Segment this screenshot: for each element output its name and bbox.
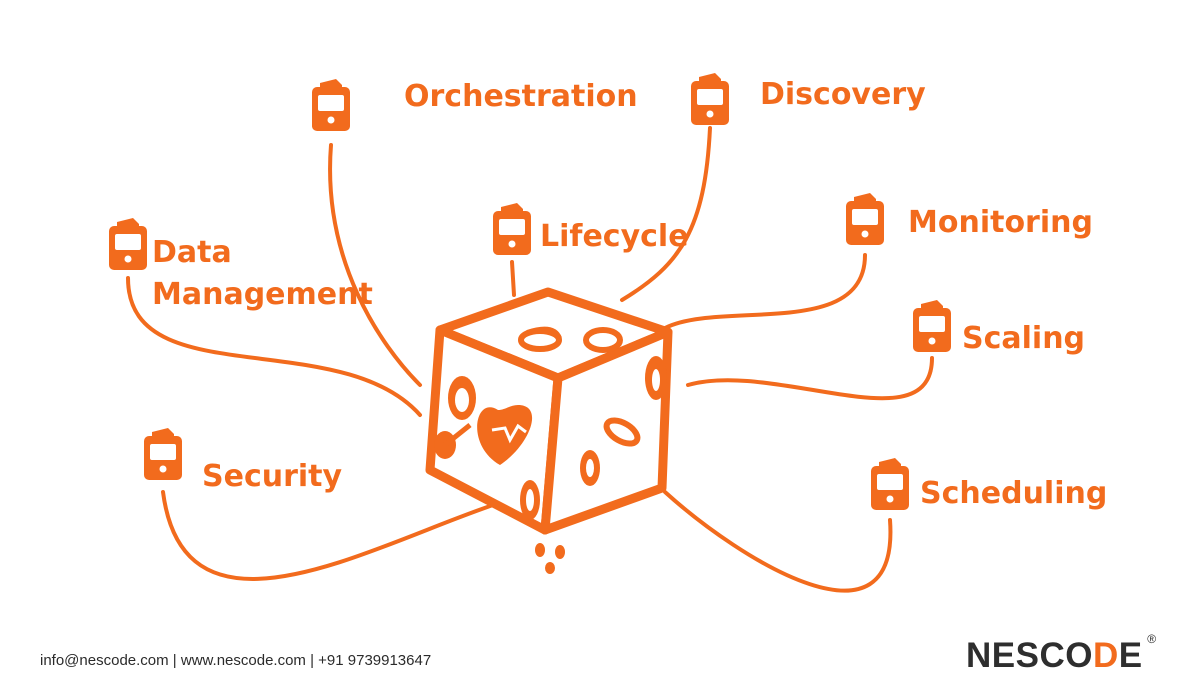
label-discovery: Discovery: [760, 77, 926, 112]
label-scaling: Scaling: [962, 321, 1085, 356]
data-management-container-icon: [109, 218, 147, 270]
label-orchestration: Orchestration: [404, 79, 638, 114]
connector-data-management: [126, 276, 422, 417]
connector-discovery: [620, 126, 712, 302]
brand-logo-part2: D: [1092, 636, 1119, 675]
connector-lines: [126, 126, 934, 593]
connector-scheduling: [663, 490, 893, 593]
connector-scaling: [686, 356, 934, 401]
brand-logo-part3: E: [1118, 636, 1143, 675]
discovery-container-icon: [691, 73, 729, 125]
label-lifecycle: Lifecycle: [540, 219, 689, 254]
security-container-icon: [144, 428, 182, 480]
connector-monitoring: [663, 253, 867, 330]
label-data-management-line2: Management: [152, 277, 373, 312]
monitoring-container-icon: [846, 193, 884, 245]
scheduling-container-icon: [871, 458, 909, 510]
connector-orchestration: [328, 143, 422, 387]
scaling-container-icon: [913, 300, 951, 352]
brand-logo-part1: NESCO: [966, 636, 1093, 675]
orchestration-container-icon: [312, 79, 350, 131]
footer-contact: info@nescode.com | www.nescode.com | +91…: [40, 652, 432, 669]
lifecycle-container-icon: [493, 203, 531, 255]
brand-logo: NESCODE ®: [966, 632, 1156, 676]
connector-security: [161, 490, 510, 581]
container-cube-icon: [425, 287, 673, 574]
registered-mark: ®: [1147, 632, 1157, 646]
label-monitoring: Monitoring: [908, 205, 1093, 240]
connector-lifecycle: [510, 260, 516, 297]
label-scheduling: Scheduling: [920, 476, 1107, 511]
label-security: Security: [202, 459, 343, 494]
label-data-management-line1: Data: [152, 235, 232, 270]
